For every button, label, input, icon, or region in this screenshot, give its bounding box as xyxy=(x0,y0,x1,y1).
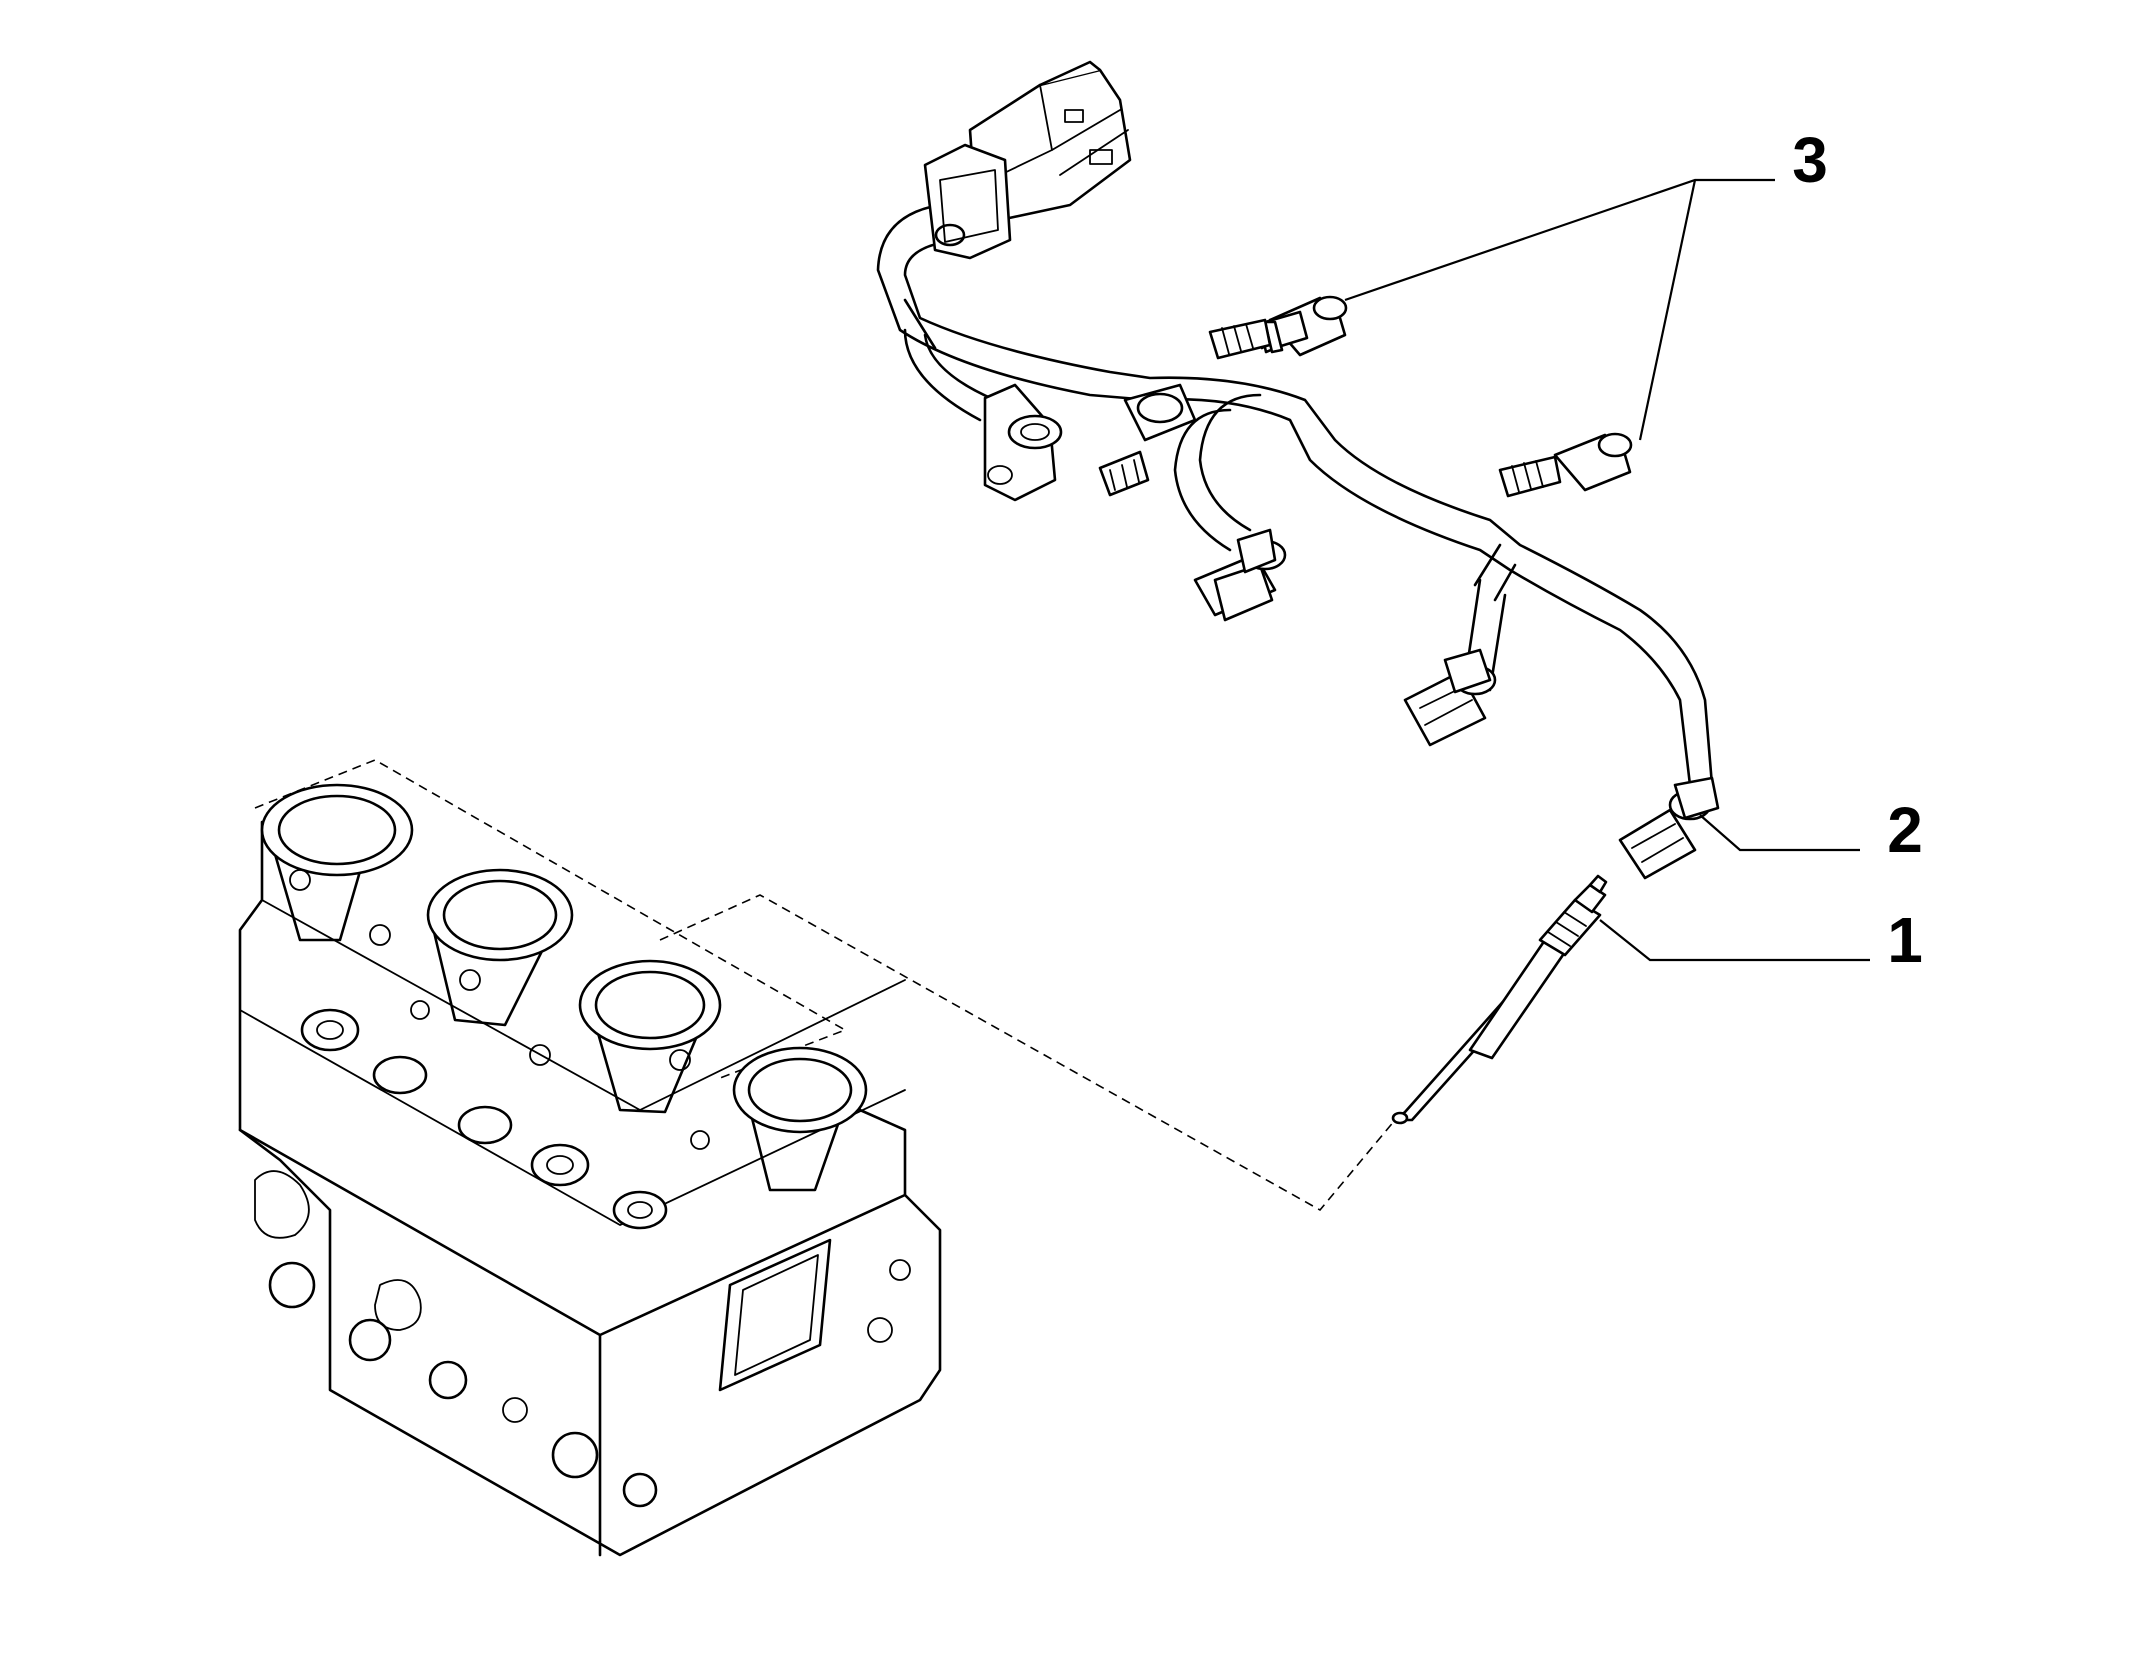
callout-1: 1 xyxy=(1599,904,1923,976)
harness-plug-connector-a xyxy=(983,383,1063,502)
cylinder-head-body xyxy=(238,820,942,1557)
injector-seat-3 xyxy=(578,959,722,1114)
glow-plug xyxy=(1391,874,1608,1125)
harness-main-connector xyxy=(923,60,1132,260)
harness-plug-connector-c xyxy=(1403,648,1497,747)
fixing-screw-lower xyxy=(1498,432,1633,498)
injector-seat-1 xyxy=(260,783,414,942)
harness-plug-connector-b xyxy=(1193,528,1287,622)
harness-mounting-stud xyxy=(1098,383,1197,497)
callout-3: 3 xyxy=(1344,124,1828,441)
fixing-screw-upper xyxy=(1256,295,1348,357)
assembly-reference-line xyxy=(659,894,1396,1212)
callout-number-3: 3 xyxy=(1792,124,1828,196)
injector-seat-4 xyxy=(732,1046,868,1192)
fixing-screw-upper-shank xyxy=(1208,318,1272,360)
callout-2: 2 xyxy=(1699,794,1923,866)
callout-number-1: 1 xyxy=(1887,904,1923,976)
injector-seat-2 xyxy=(426,868,574,1027)
glow-plug-connector xyxy=(1618,776,1720,880)
wiring-harness xyxy=(876,60,1720,880)
cylinder-head xyxy=(238,759,942,1557)
callout-number-2: 2 xyxy=(1887,794,1923,866)
